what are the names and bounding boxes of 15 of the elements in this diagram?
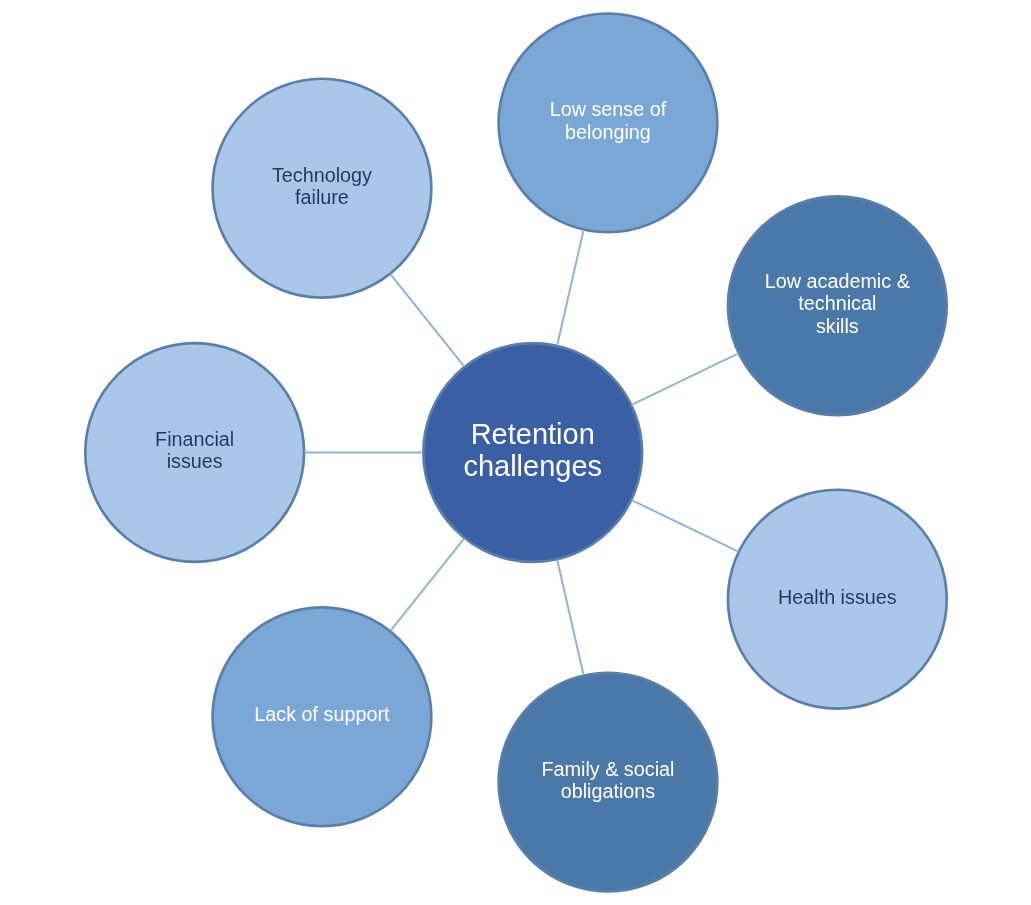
connector [630,352,739,406]
node-circle: Low academic & technical skills [726,195,948,417]
node-circle: Technology failure [210,77,433,299]
connector [388,273,465,368]
connector [555,558,584,677]
node-circle: Family & social obligations [496,671,719,893]
node-circle: Low sense of belonging [496,12,719,234]
node-circle: Retention challenges [421,341,643,564]
connector [555,228,584,347]
node-circle: Lack of support [210,606,433,828]
connector [388,537,465,632]
connector [630,499,739,553]
node-circle: Health issues [726,488,948,710]
node-circle: Financial issues [83,341,305,564]
connector [302,451,424,454]
